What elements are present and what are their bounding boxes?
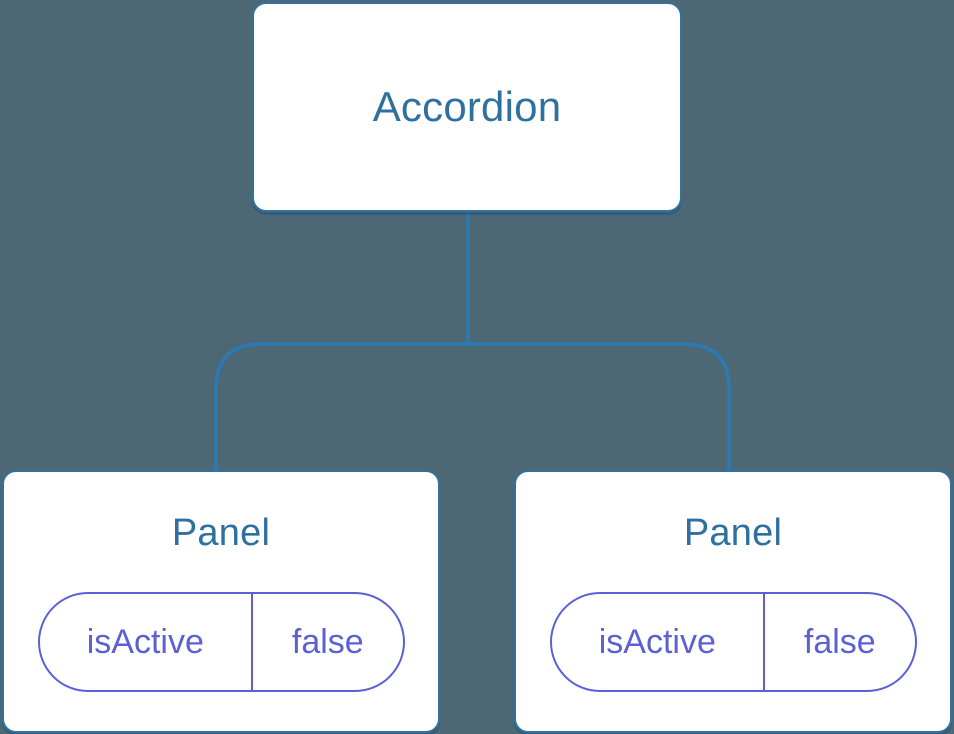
state-value: false [763, 594, 914, 690]
node-label: Accordion [372, 83, 562, 130]
connector-branch-left [214, 342, 468, 471]
state-pill: isActive false [37, 592, 405, 692]
state-pill: isActive false [549, 592, 917, 692]
node-label: Panel [683, 512, 783, 554]
state-key: isActive [598, 622, 716, 661]
state-value: false [251, 594, 402, 690]
state-key: isActive [86, 622, 204, 661]
node-label: Panel [171, 512, 271, 554]
connector-branch-right [468, 342, 731, 471]
tree-node-panel-1: Panel isActive false [2, 470, 440, 733]
tree-node-panel-2: Panel isActive false [514, 470, 952, 733]
tree-node-accordion: Accordion [252, 2, 682, 212]
